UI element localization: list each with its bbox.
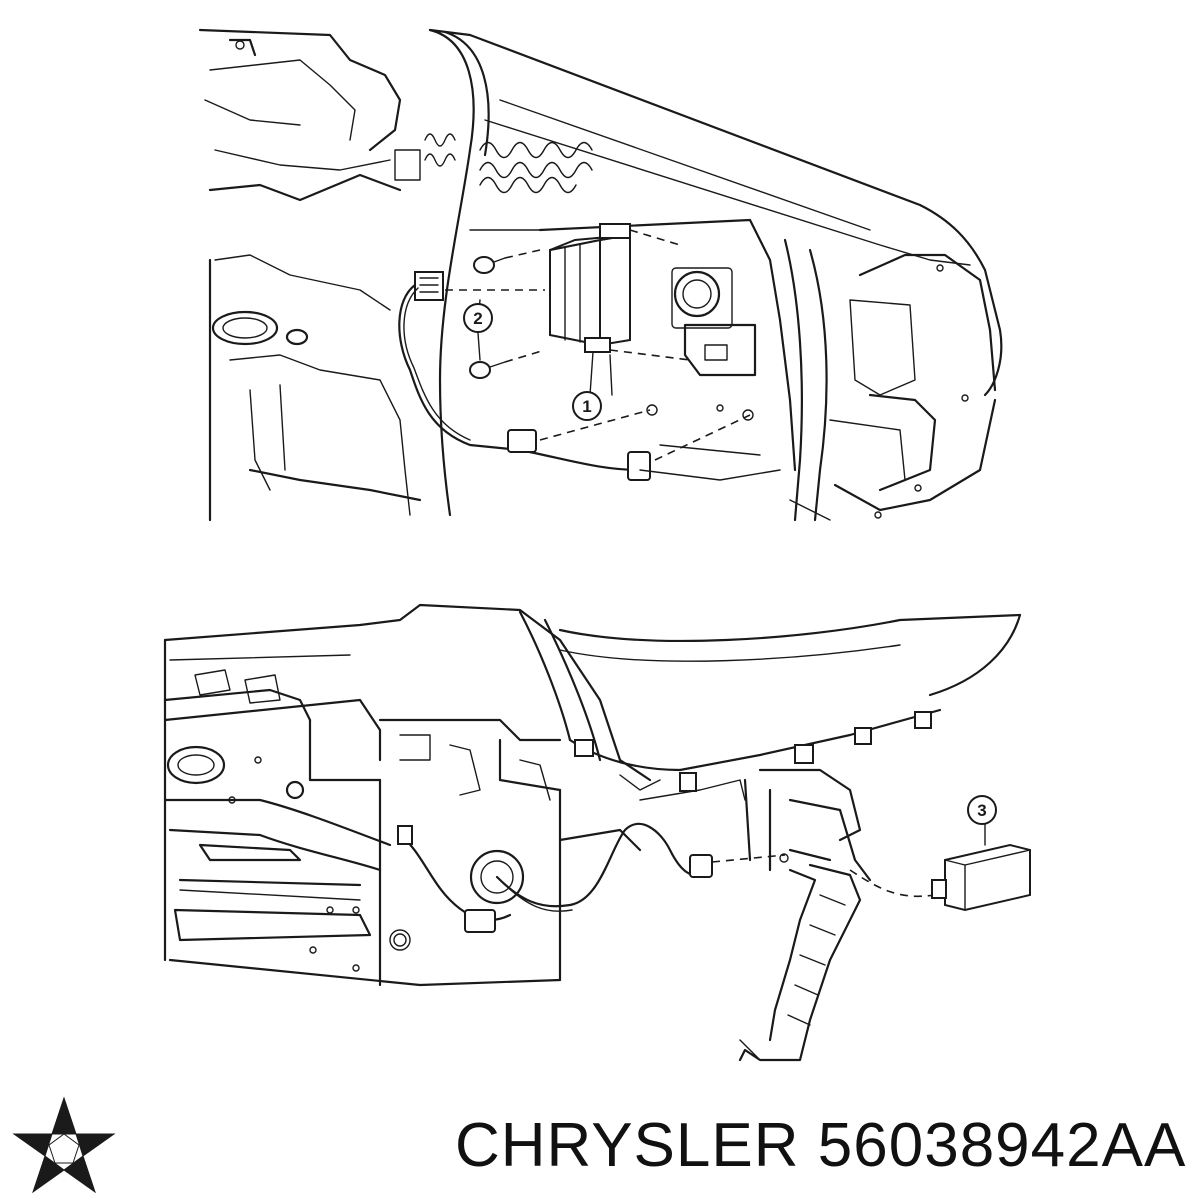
callout-3-label: 3 (977, 801, 986, 820)
torsion-spring (424, 133, 593, 194)
sensor-part-3 (931, 799, 1031, 912)
top-view-illustration (198, 28, 1003, 522)
module-part-1 (549, 223, 631, 353)
callout-2: 2 (463, 303, 493, 333)
callout-1-label: 1 (582, 397, 591, 416)
part-number: 56038942AA (817, 1111, 1187, 1180)
bottom-view-illustration (163, 603, 1022, 1062)
pentastar-logo-graphic (12, 1096, 116, 1194)
callout-2-label: 2 (473, 309, 482, 328)
brand-name: CHRYSLER (455, 1111, 800, 1180)
chrysler-pentastar-icon (0, 1090, 128, 1200)
callout-3: 3 (967, 795, 997, 825)
fastener-part-2 (469, 256, 506, 379)
part-caption: CHRYSLER 56038942AA (455, 1106, 1186, 1186)
callout-1: 1 (572, 391, 602, 421)
